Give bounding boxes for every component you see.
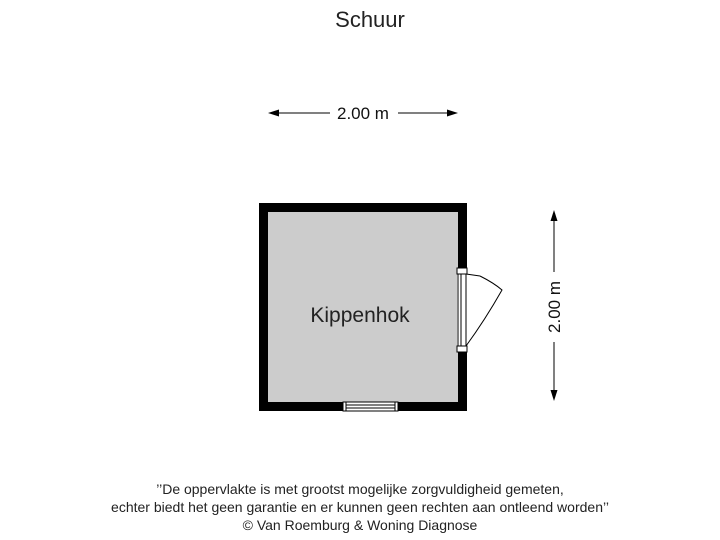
room-floor: [268, 212, 458, 402]
door-swing-arc: [465, 275, 503, 347]
width-dimension: 2.00 m: [268, 104, 458, 123]
disclaimer-line-2: echter biedt het geen garantie en er kun…: [111, 499, 609, 515]
door: [456, 267, 503, 353]
door-leaf: [465, 273, 481, 277]
height-label: 2.00 m: [545, 281, 564, 333]
arrow-up-icon: [550, 210, 558, 221]
disclaimer-line-1: ’’De oppervlakte is met grootst mogelijk…: [156, 481, 564, 497]
height-dimension: 2.00 m: [545, 210, 564, 401]
floor-title: Schuur: [335, 7, 405, 32]
arrow-right-icon: [447, 109, 458, 117]
room-kippenhok: Kippenhok: [259, 203, 503, 412]
disclaimer: ’’De oppervlakte is met grootst mogelijk…: [0, 480, 720, 534]
room-name: Kippenhok: [310, 304, 410, 327]
arrow-down-icon: [550, 390, 558, 401]
arrow-left-icon: [268, 109, 279, 117]
width-label: 2.00 m: [337, 104, 389, 123]
window: [342, 401, 399, 412]
copyright-line: © Van Roemburg & Woning Diagnose: [242, 517, 478, 533]
